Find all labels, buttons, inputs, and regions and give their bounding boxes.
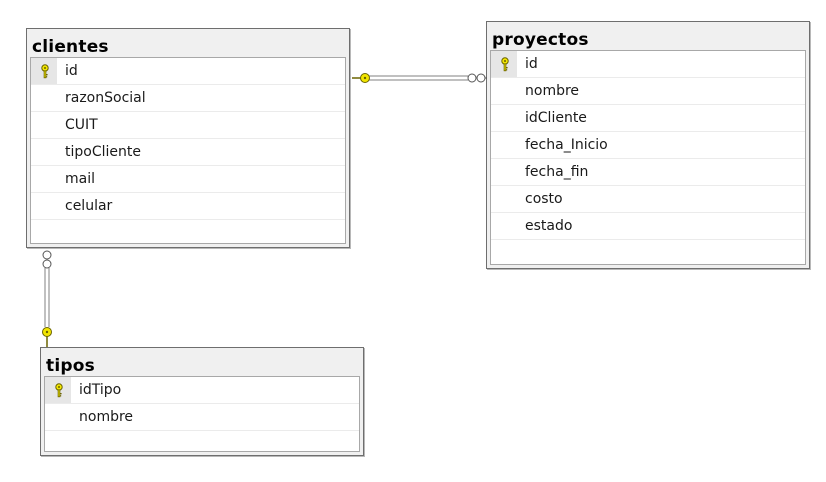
row-selector xyxy=(491,132,517,158)
column-name: mail xyxy=(65,171,95,187)
column-row-mail[interactable]: mail xyxy=(31,166,345,193)
row-selector xyxy=(31,85,57,111)
relationship-tipos-clientes[interactable] xyxy=(42,250,52,347)
row-selector xyxy=(31,58,57,84)
column-list-tipos: idTipo nombre xyxy=(44,376,360,452)
row-selector xyxy=(31,139,57,165)
key-icon xyxy=(360,73,370,83)
column-name: nombre xyxy=(79,409,134,425)
column-name: estado xyxy=(525,218,573,234)
row-selector xyxy=(31,193,57,219)
column-row-id[interactable]: id xyxy=(491,51,805,78)
key-icon xyxy=(41,64,49,79)
column-list-clientes: id razonSocial CUIT tipoCliente mail cel… xyxy=(30,57,346,244)
table-title-clientes: clientes xyxy=(32,37,109,57)
infinity-icon xyxy=(42,250,52,269)
column-name: CUIT xyxy=(65,117,98,133)
column-row-nombre[interactable]: nombre xyxy=(45,404,359,431)
row-selector xyxy=(45,404,71,430)
key-icon xyxy=(42,327,52,337)
column-row-fecha_fin[interactable]: fecha_fin xyxy=(491,159,805,186)
column-row-idTipo[interactable]: idTipo xyxy=(45,377,359,404)
table-title-tipos: tipos xyxy=(46,356,95,376)
row-selector xyxy=(491,105,517,131)
key-icon xyxy=(55,383,63,398)
row-selector xyxy=(491,213,517,239)
row-selector xyxy=(491,159,517,185)
table-title-proyectos: proyectos xyxy=(492,30,589,50)
column-row-fecha_Inicio[interactable]: fecha_Inicio xyxy=(491,132,805,159)
column-name: razonSocial xyxy=(65,90,146,106)
row-selector xyxy=(491,186,517,212)
column-row-celular[interactable]: celular xyxy=(31,193,345,220)
row-selector xyxy=(491,78,517,104)
row-selector xyxy=(31,166,57,192)
column-row-CUIT[interactable]: CUIT xyxy=(31,112,345,139)
row-selector xyxy=(45,377,71,403)
table-tipos[interactable]: tipos idTipo nombre xyxy=(40,347,364,456)
column-name: fecha_Inicio xyxy=(525,137,608,153)
column-name: celular xyxy=(65,198,113,214)
column-name: id xyxy=(65,63,78,79)
table-clientes[interactable]: clientes id razonSocial CUIT tipoCliente… xyxy=(26,28,350,248)
column-row-costo[interactable]: costo xyxy=(491,186,805,213)
column-row-razonSocial[interactable]: razonSocial xyxy=(31,85,345,112)
column-row-estado[interactable]: estado xyxy=(491,213,805,240)
row-selector xyxy=(491,51,517,77)
column-name: tipoCliente xyxy=(65,144,141,160)
column-row-tipoCliente[interactable]: tipoCliente xyxy=(31,139,345,166)
column-row-idCliente[interactable]: idCliente xyxy=(491,105,805,132)
column-name: idCliente xyxy=(525,110,587,126)
column-name: costo xyxy=(525,191,563,207)
column-row-id[interactable]: id xyxy=(31,58,345,85)
infinity-icon xyxy=(467,73,486,83)
column-name: idTipo xyxy=(79,382,122,398)
column-name: id xyxy=(525,56,538,72)
key-icon xyxy=(501,57,509,72)
relationship-clientes-proyectos[interactable] xyxy=(352,73,487,83)
row-selector xyxy=(31,112,57,138)
column-name: fecha_fin xyxy=(525,164,589,180)
table-proyectos[interactable]: proyectos id nombre idCliente fecha_Inic… xyxy=(486,21,810,269)
column-row-nombre[interactable]: nombre xyxy=(491,78,805,105)
column-name: nombre xyxy=(525,83,580,99)
column-list-proyectos: id nombre idCliente fecha_Inicio fecha_f… xyxy=(490,50,806,265)
